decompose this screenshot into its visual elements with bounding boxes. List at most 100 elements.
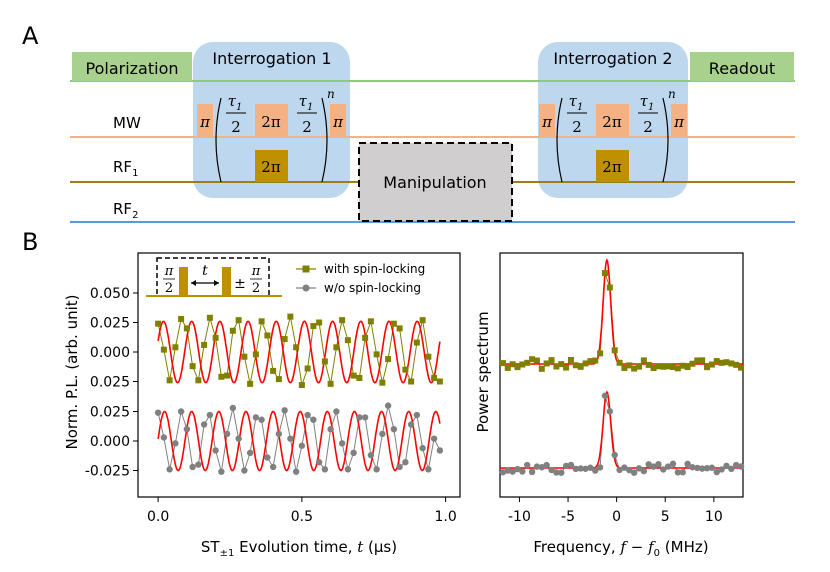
data-point bbox=[679, 469, 686, 476]
data-point bbox=[689, 464, 696, 471]
data-point bbox=[241, 467, 248, 474]
data-point bbox=[582, 465, 589, 472]
y-tick-label: 0.000 bbox=[90, 434, 130, 450]
data-point bbox=[419, 317, 426, 324]
data-point bbox=[635, 465, 643, 472]
data-point bbox=[287, 435, 294, 442]
data-point bbox=[650, 365, 657, 372]
data-point bbox=[635, 363, 642, 370]
data-point bbox=[703, 464, 711, 472]
data-point bbox=[390, 320, 397, 327]
tau-label: τ1 bbox=[228, 92, 243, 113]
fit-curve bbox=[157, 410, 441, 472]
spectrum-line bbox=[502, 395, 742, 474]
data-point bbox=[660, 363, 667, 370]
data-point bbox=[592, 357, 599, 364]
data-point bbox=[563, 364, 570, 371]
two-label: 2 bbox=[643, 118, 653, 136]
data-point bbox=[558, 361, 565, 368]
data-point bbox=[212, 334, 219, 341]
data-point bbox=[509, 468, 516, 475]
y-tick-label: 0.025 bbox=[90, 405, 130, 421]
y-tick-label: -0.025 bbox=[85, 464, 130, 480]
two-label: 2 bbox=[231, 118, 241, 136]
data-point bbox=[679, 362, 686, 369]
data-point bbox=[587, 358, 594, 365]
data-point bbox=[154, 409, 162, 416]
interrogation1-label: Interrogation 1 bbox=[212, 49, 331, 68]
y-axis-label: Norm. P.L. (arb. unit) bbox=[63, 294, 81, 449]
data-point bbox=[645, 461, 652, 468]
data-point bbox=[514, 465, 521, 473]
rf2-channel-label: RF2 bbox=[113, 200, 138, 221]
data-point bbox=[356, 414, 363, 421]
data-point bbox=[338, 440, 346, 447]
panel-a: A Polarization Readout Interrogation 1 I… bbox=[22, 22, 795, 223]
inset-pi: π bbox=[164, 264, 174, 279]
data-point bbox=[344, 466, 352, 473]
data-point bbox=[684, 364, 691, 371]
data-point bbox=[645, 361, 652, 368]
repeat-n-label: n bbox=[668, 87, 676, 101]
data-point bbox=[229, 327, 236, 334]
two-pi-pulse bbox=[255, 104, 288, 137]
data-point bbox=[384, 402, 392, 409]
y-tick-label: 0.025 bbox=[90, 316, 130, 332]
series-layer bbox=[499, 258, 745, 476]
data-point bbox=[183, 426, 191, 433]
data-point bbox=[538, 365, 545, 372]
data-point bbox=[379, 430, 386, 438]
tau-label: τ1 bbox=[640, 92, 655, 113]
data-point bbox=[327, 426, 334, 433]
data-point bbox=[218, 373, 225, 380]
two-label: 2 bbox=[572, 118, 582, 136]
data-point bbox=[252, 414, 260, 421]
data-point bbox=[350, 372, 357, 379]
data-point bbox=[166, 466, 173, 473]
x-tick-label: 0.5 bbox=[291, 509, 313, 525]
data-point bbox=[425, 353, 432, 360]
data-point bbox=[252, 351, 259, 358]
data-point bbox=[699, 357, 706, 364]
inset-pulse bbox=[222, 267, 231, 296]
data-point bbox=[553, 363, 560, 370]
data-point bbox=[611, 451, 618, 459]
data-point bbox=[333, 408, 340, 415]
data-point bbox=[350, 449, 357, 456]
data-point bbox=[292, 468, 300, 475]
data-point bbox=[529, 356, 536, 363]
data-point bbox=[293, 344, 300, 351]
data-point bbox=[524, 359, 531, 366]
polarization-label: Polarization bbox=[86, 59, 179, 78]
x-axis-label: ST±1 Evolution time, t (μs) bbox=[201, 538, 397, 559]
data-point bbox=[206, 314, 213, 321]
data-point bbox=[553, 469, 560, 476]
data-point bbox=[413, 411, 421, 419]
rf-two-pi-label: 2π bbox=[261, 158, 281, 176]
pi-pulse bbox=[330, 104, 346, 137]
data-point bbox=[728, 465, 735, 473]
data-point bbox=[155, 320, 162, 327]
inset-t: t bbox=[202, 263, 208, 279]
fit-curve bbox=[157, 320, 441, 384]
inset-pulse-diagram: π 2 t ± π 2 bbox=[146, 257, 282, 297]
data-point bbox=[640, 467, 648, 475]
x-tick-label: -5 bbox=[561, 509, 575, 525]
x-tick-label: -10 bbox=[508, 509, 531, 525]
right-bracket bbox=[321, 97, 328, 183]
data-point bbox=[684, 460, 691, 468]
data-point bbox=[587, 464, 594, 471]
data-point bbox=[287, 313, 294, 320]
repeat-n-label: n bbox=[327, 87, 335, 101]
data-point bbox=[373, 351, 380, 358]
manipulation-block bbox=[358, 142, 513, 222]
pi-label: π bbox=[673, 113, 685, 131]
data-point bbox=[499, 360, 506, 367]
data-point bbox=[718, 466, 725, 473]
data-point bbox=[362, 334, 369, 341]
plot-frame bbox=[499, 252, 744, 498]
data-point bbox=[533, 357, 540, 364]
data-point bbox=[543, 360, 550, 367]
